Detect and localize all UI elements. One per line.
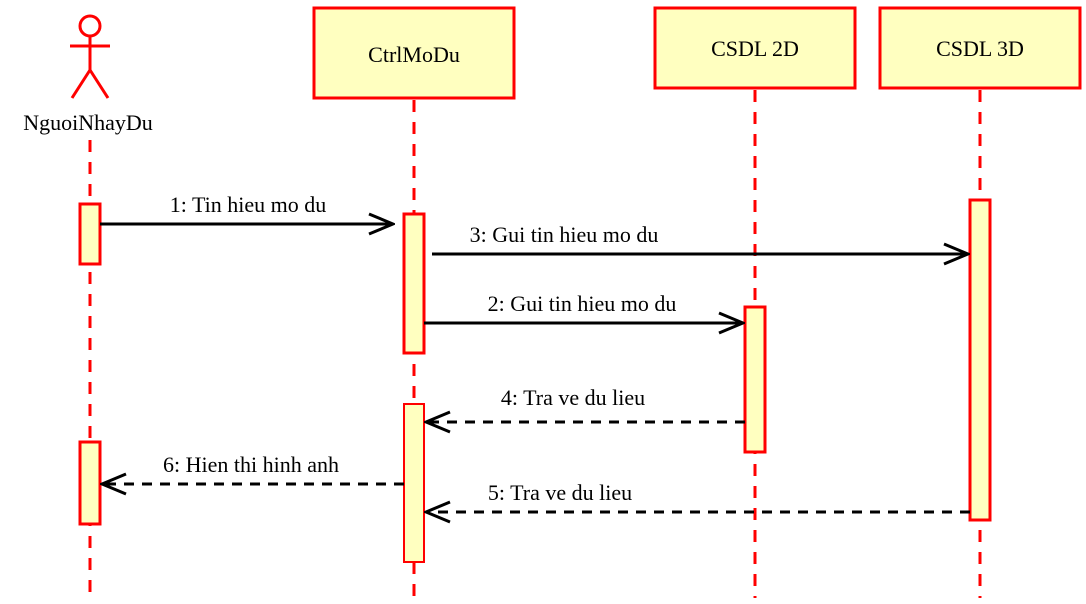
activation-ctrlmodu-2 [403,403,425,563]
activation-actor-2 [78,440,102,526]
activation-csdl-3d [968,198,992,522]
object-box-ctrlmodu [312,6,516,100]
object-box-csdl-2d [653,6,857,90]
object-box-csdl-3d [878,6,1082,90]
activation-csdl-2d [743,305,767,454]
actor-label: NguoiNhayDu [23,110,153,135]
message-label-3: 3: Gui tin hieu mo du [470,222,659,247]
object-label-ctrlmodu: CtrlMoDu [368,42,460,67]
object-label-csdl-3d: CSDL 3D [936,36,1024,61]
object-label-csdl-2d: CSDL 2D [711,36,799,61]
activation-ctrlmodu-1 [402,212,426,355]
message-label-4: 4: Tra ve du lieu [501,385,645,410]
message-label-2: 2: Gui tin hieu mo du [488,291,677,316]
message-label-1: 1: Tin hieu mo du [170,192,326,217]
stick-figure-icon [70,14,110,99]
activation-actor-1 [78,202,102,266]
message-label-6: 6: Hien thi hinh anh [163,452,339,477]
message-label-5: 5: Tra ve du lieu [488,480,632,505]
